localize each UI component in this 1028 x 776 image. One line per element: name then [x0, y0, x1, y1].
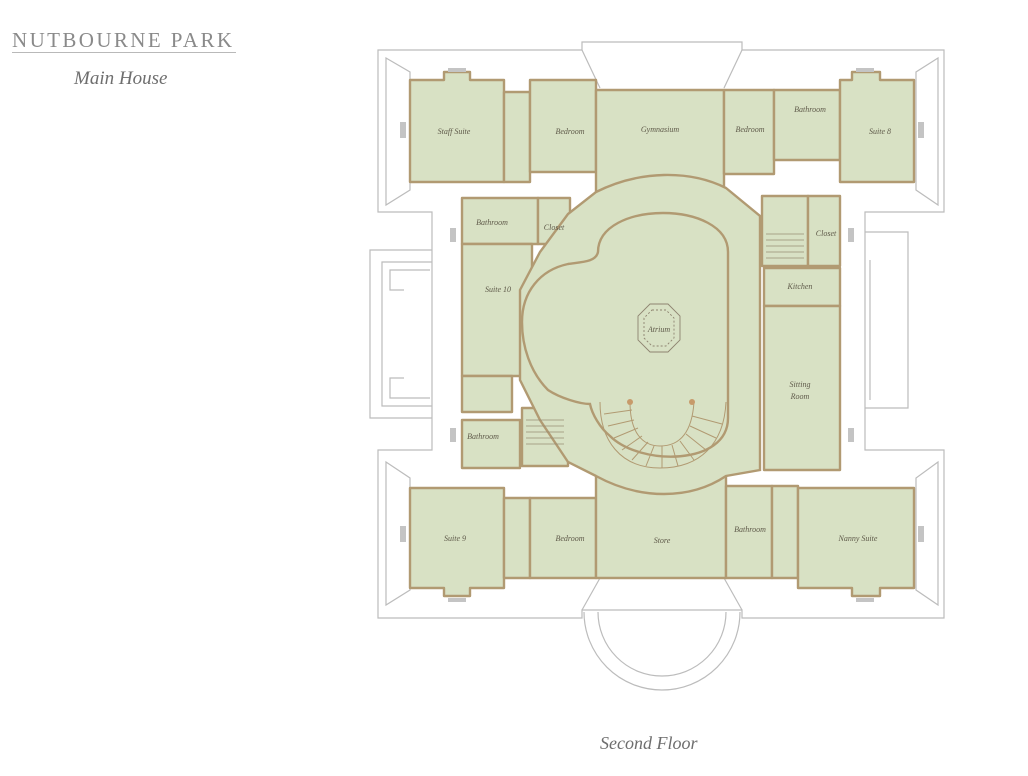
- room-kitchen: [762, 266, 842, 308]
- rooms: [408, 70, 916, 598]
- room-bathroom-se: [724, 484, 774, 580]
- room-nw-lobby: [502, 90, 532, 184]
- room-sw-lobby: [502, 496, 532, 580]
- label-closet-nw: Closet: [544, 223, 565, 232]
- floor-label: Second Floor: [600, 733, 698, 753]
- room-atrium: [520, 211, 730, 458]
- label-nanny-suite: Nanny Suite: [838, 534, 878, 543]
- label-atrium: Atrium: [647, 325, 670, 334]
- label-bathroom-w: Bathroom: [467, 432, 499, 441]
- label-bedroom-sw: Bedroom: [555, 534, 584, 543]
- label-sitting-room-1: Sitting: [790, 380, 811, 389]
- label-bathroom-nw: Bathroom: [476, 218, 508, 227]
- label-gymnasium: Gymnasium: [641, 125, 679, 134]
- label-bathroom-se: Bathroom: [734, 525, 766, 534]
- label-suite-8: Suite 8: [869, 127, 891, 136]
- page-subtitle: Main House: [74, 68, 168, 89]
- label-suite-9: Suite 9: [444, 534, 466, 543]
- room-bathroom-ne: [772, 88, 842, 162]
- room-stair-ne: [760, 194, 810, 268]
- room-closet-ne: [806, 194, 842, 268]
- atrium-octagon: [637, 303, 681, 353]
- room-nanny-suite: [796, 486, 916, 598]
- window-marks: [400, 68, 924, 602]
- room-staff-suite: [408, 70, 506, 184]
- label-sitting-room-2: Room: [790, 392, 810, 401]
- room-bathroom-w: [460, 374, 514, 414]
- brand-underline: [12, 52, 236, 53]
- room-bathroom-nw: [460, 196, 540, 246]
- stair-hatching: [526, 233, 804, 445]
- label-suite-10: Suite 10: [485, 285, 511, 294]
- room-bedroom-nw: [528, 78, 598, 174]
- room-labels: Staff Suite Bedroom Gymnasium Bedroom Ba…: [438, 105, 891, 545]
- label-kitchen: Kitchen: [787, 282, 813, 291]
- label-closet-ne: Closet: [816, 229, 837, 238]
- label-bedroom-nw: Bedroom: [555, 127, 584, 136]
- central-hall: [518, 173, 762, 496]
- room-se-lobby: [770, 484, 800, 580]
- room-suite-8: [838, 70, 916, 184]
- brand-title: NUTBOURNE PARK: [12, 28, 235, 52]
- label-bedroom-ne: Bedroom: [735, 125, 764, 134]
- building-outline: [369, 41, 945, 691]
- label-store: Store: [654, 536, 671, 545]
- label-staff-suite: Staff Suite: [438, 127, 471, 136]
- room-bathroom-w2: [460, 418, 522, 470]
- label-bathroom-ne: Bathroom: [794, 105, 826, 114]
- spiral-staircase: [599, 399, 727, 469]
- room-sitting-room: [762, 304, 842, 472]
